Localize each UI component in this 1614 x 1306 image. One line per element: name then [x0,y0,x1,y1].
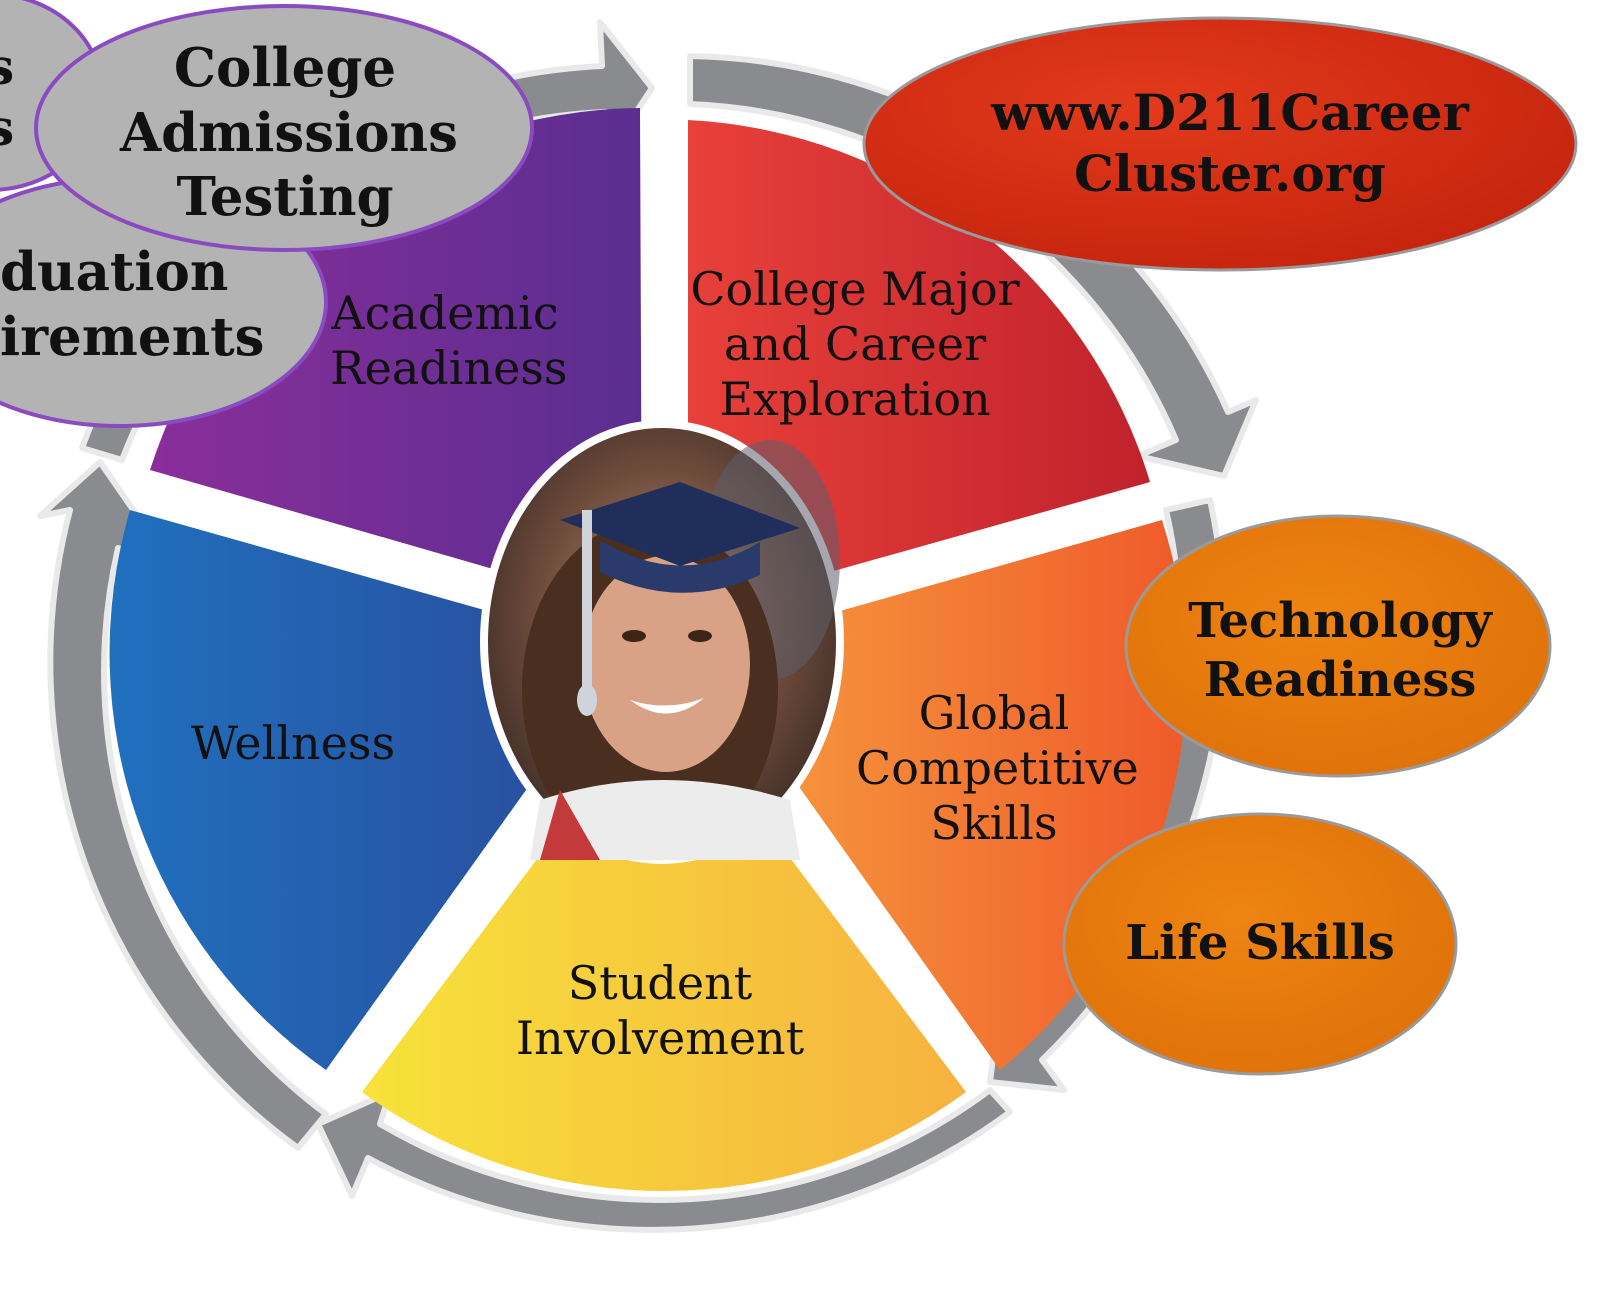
wedge-academic-readiness [150,108,642,612]
arrow-left [37,459,329,1151]
bubble-label-graduation-requirements: duation irements [0,241,265,368]
segment-label-academic-readiness: Academic Readiness [330,286,568,396]
bubble-website [862,16,1578,272]
arrow-bottom [315,1087,1013,1233]
segment-label-student-involvement: Student Involvement [515,956,805,1066]
bubble-label-life-skills: Life Skills [1125,915,1395,971]
segment-label-global-skills: Global Competitive Skills [856,686,1139,851]
gray-bubbles [0,0,534,428]
graduate-photo [480,420,844,864]
segment-label-career-exploration: College Major and Career Exploration [690,262,1020,427]
bubble-label-website: www.D211Career Cluster.org [991,83,1469,203]
bubble-life-skills [1062,812,1458,1076]
bubble-label-technology-readiness: Technology Readiness [1188,593,1492,708]
bubble-college-admissions [34,4,534,252]
bubble-label-college-admissions: College Admissions Testing [120,37,458,229]
bubble-technology-readiness [1124,514,1552,778]
segment-label-wellness: Wellness [190,716,396,770]
bubble-label-partial-top: s s [0,37,15,157]
wedge-student-involvement [362,690,966,1192]
